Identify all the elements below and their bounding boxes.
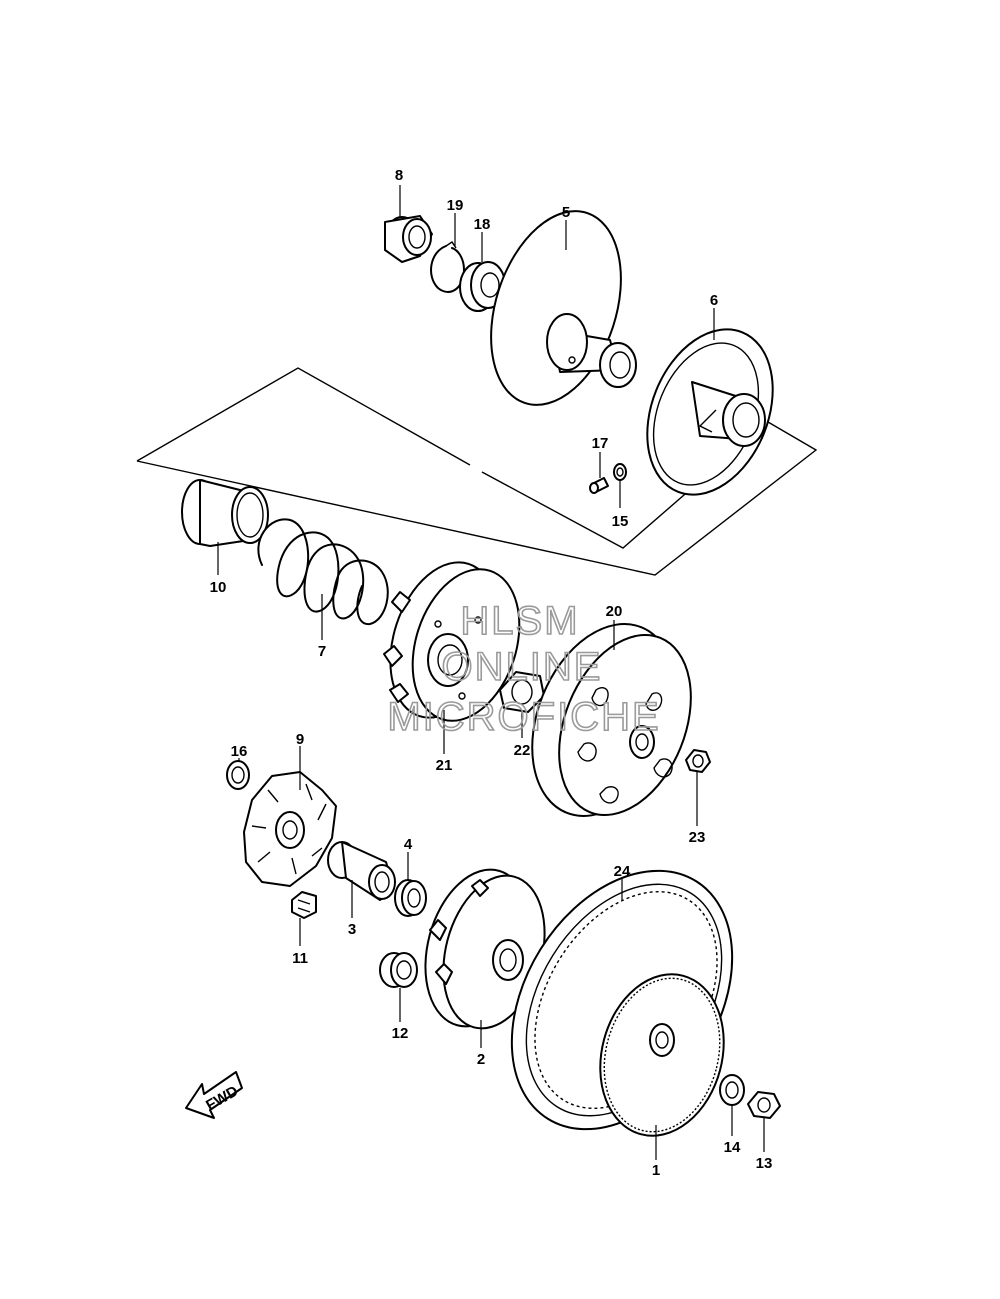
callout-13: 13: [756, 1155, 773, 1172]
part-11-slider[interactable]: [291, 891, 317, 919]
part-1-clutch-pulley[interactable]: [583, 960, 741, 1149]
callout-24: 24: [614, 863, 631, 880]
part-13-nut[interactable]: [747, 1091, 781, 1119]
callout-15: 15: [612, 513, 629, 530]
callout-8: 8: [395, 167, 403, 184]
callout-20: 20: [606, 603, 623, 620]
part-12-bushing[interactable]: [379, 952, 418, 988]
callout-21: 21: [436, 757, 453, 774]
callout-labels: 8 19 18 5 6 17 15 10 7 21 22 20 23 16 9 …: [210, 167, 773, 1179]
fwd-arrow-icon: FWD: [185, 1071, 243, 1119]
part-7-spring[interactable]: [257, 518, 389, 626]
watermark-line2: ONLINE: [442, 645, 603, 689]
callout-11: 11: [292, 950, 308, 967]
part-17-pin[interactable]: [589, 477, 609, 494]
part-14-washer[interactable]: [719, 1074, 745, 1106]
part-15-washer[interactable]: [613, 463, 627, 481]
callout-14: 14: [724, 1139, 741, 1156]
part-6-drive-plate[interactable]: [624, 311, 796, 514]
callout-5: 5: [562, 204, 570, 221]
callout-1: 1: [652, 1162, 660, 1179]
watermark-line1: HLSM: [460, 599, 579, 643]
callout-16: 16: [231, 743, 248, 760]
callout-9: 9: [296, 731, 304, 748]
part-21-clutch-assembly[interactable]: [372, 548, 538, 734]
watermark-line3: MICROFICHE: [387, 695, 660, 739]
part-8-needle-bearing[interactable]: [384, 215, 433, 263]
part-23-nut[interactable]: [685, 749, 711, 773]
part-16-washer[interactable]: [226, 760, 250, 790]
callout-10: 10: [210, 579, 227, 596]
callout-4: 4: [404, 836, 413, 853]
part-19-circlip[interactable]: [430, 241, 465, 293]
part-5-movable-drive-face[interactable]: [468, 194, 644, 421]
part-4-ring[interactable]: [394, 879, 427, 917]
leader-lines: [217, 185, 765, 1160]
part-9-cam-plate[interactable]: [243, 771, 337, 887]
callout-23: 23: [689, 829, 706, 846]
part-20-clutch-housing[interactable]: [505, 603, 715, 838]
callout-17: 17: [592, 435, 609, 452]
assembly-boundary: [136, 367, 818, 576]
callout-12: 12: [392, 1025, 409, 1042]
callout-18: 18: [474, 216, 491, 233]
part-3-collar[interactable]: [327, 841, 396, 901]
callout-3: 3: [348, 921, 356, 938]
callout-19: 19: [447, 197, 464, 214]
callout-2: 2: [477, 1051, 485, 1068]
callout-22: 22: [514, 742, 531, 759]
part-10-sleeve[interactable]: [181, 479, 269, 547]
callout-6: 6: [710, 292, 718, 309]
watermark: HLSM ONLINE MICROFICHE: [387, 598, 660, 740]
callout-7: 7: [318, 643, 326, 660]
part-2-driven-face[interactable]: [409, 858, 561, 1040]
